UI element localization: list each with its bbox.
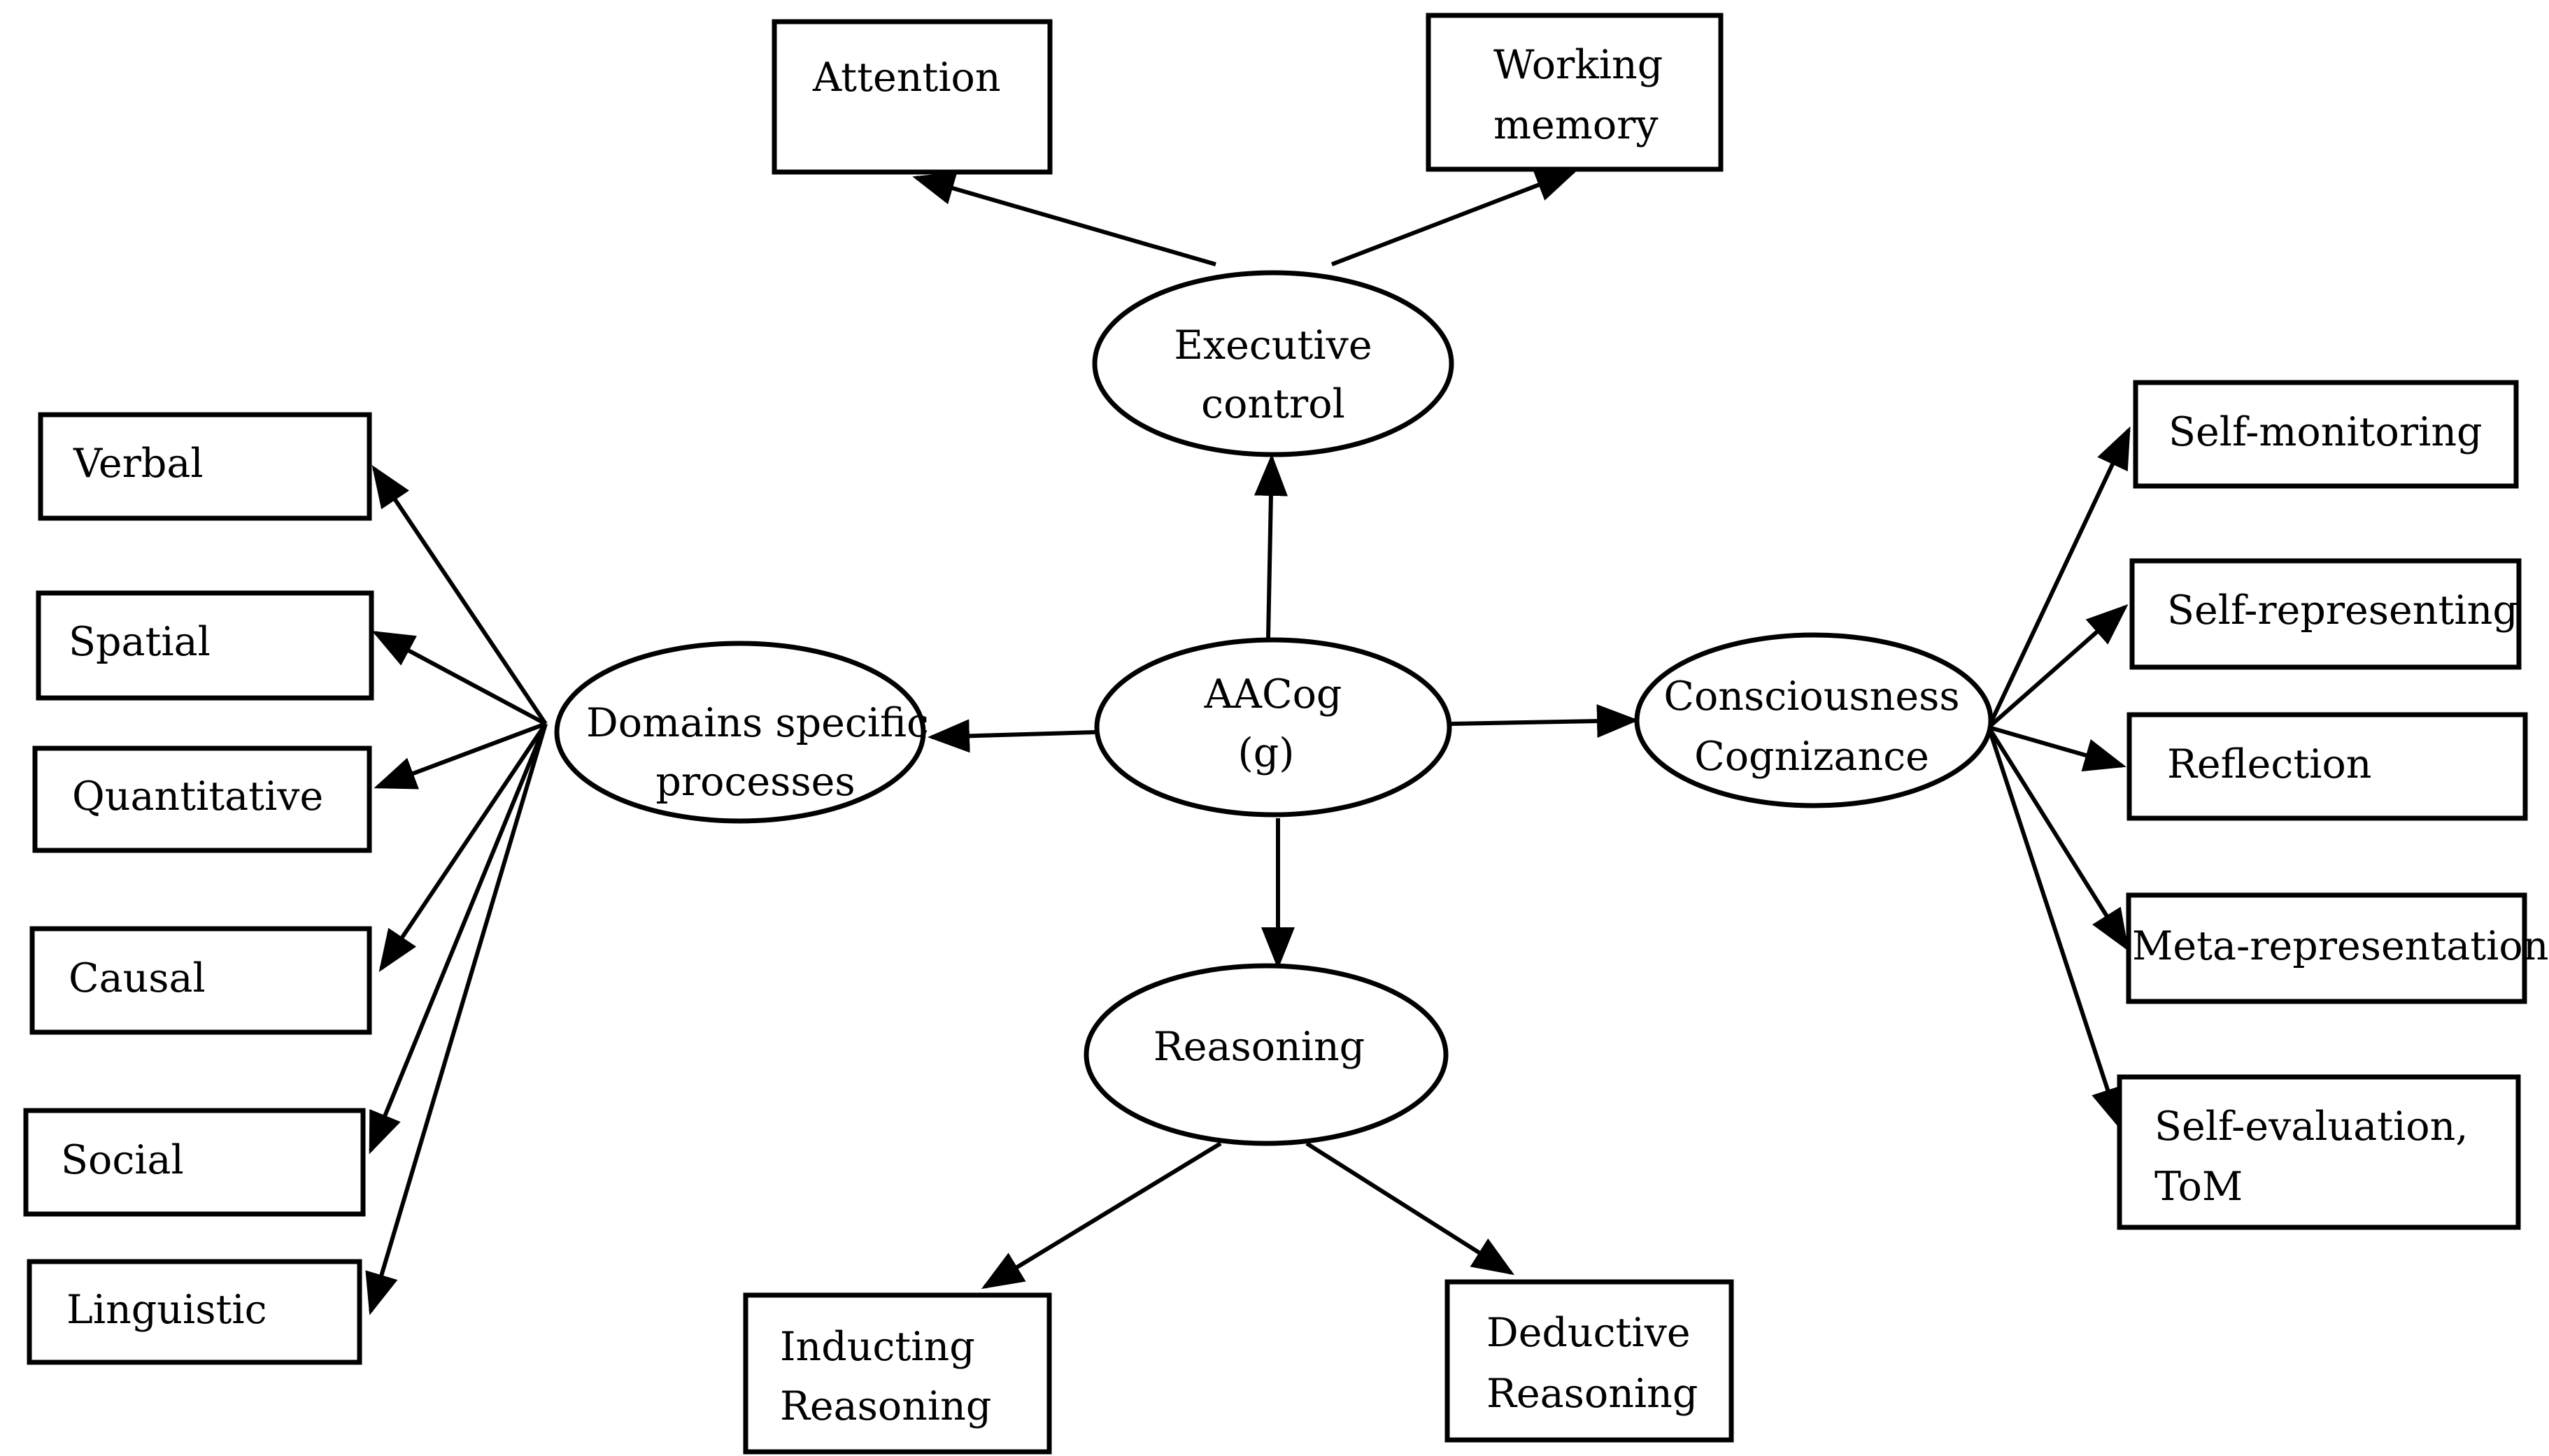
- node-reasoning: Reasoning: [1084, 963, 1449, 1146]
- node-self-evaluation: Self-evaluation, ToM: [2117, 1074, 2521, 1230]
- node-self-representing-line-1: Self-representing: [2167, 587, 2518, 634]
- node-self-evaluation-line-2: ToM: [2154, 1164, 2243, 1210]
- node-attention-line-1: Attention: [812, 55, 1001, 101]
- node-consciousness-line-2: Cognizance: [1694, 734, 1929, 780]
- node-self-monitoring-line-1: Self-monitoring: [2168, 409, 2483, 455]
- node-quantitative: Quantitative: [32, 745, 372, 853]
- node-self-monitoring: Self-monitoring: [2133, 380, 2519, 489]
- edge-reasoning-to-deductive: [1305, 1141, 1515, 1276]
- edge-domains-to-social: [369, 722, 548, 1155]
- node-causal: Causal: [29, 926, 372, 1035]
- node-center-line-2: (g): [1238, 730, 1295, 776]
- node-inducting-reasoning-line-2: Reasoning: [780, 1383, 991, 1429]
- node-executive-control-line-1: Executive: [1174, 322, 1372, 369]
- node-causal-line-1: Causal: [69, 955, 206, 1001]
- node-executive-control-line-2: control: [1201, 381, 1345, 427]
- node-spatial-line-1: Spatial: [69, 619, 211, 665]
- box-nodes-layer: Attention Working memory Verbal Spatial …: [23, 13, 2548, 1455]
- edge-domains-to-linguistic: [365, 723, 548, 1315]
- ellipse-nodes-layer: AACog (g) Executive control Domains spec…: [554, 270, 1994, 1146]
- node-deductive-reasoning-line-2: Reasoning: [1486, 1371, 1698, 1417]
- edge-executive-to-attention: [912, 171, 1216, 266]
- edge-center-to-consciousness: [1451, 704, 1639, 738]
- node-inducting-reasoning: Inducting Reasoning: [743, 1292, 1052, 1455]
- node-social-line-1: Social: [61, 1137, 184, 1183]
- node-attention: Attention: [772, 19, 1053, 175]
- node-domains-specific: Domains specific processes: [554, 641, 929, 824]
- edges-layer: [365, 169, 2131, 1315]
- node-linguistic: Linguistic: [27, 1259, 362, 1365]
- node-inducting-reasoning-line-1: Inducting: [780, 1324, 975, 1370]
- edge-domains-to-verbal: [371, 465, 548, 725]
- node-deductive-reasoning: Deductive Reasoning: [1444, 1279, 1734, 1443]
- node-spatial: Spatial: [36, 590, 374, 701]
- node-meta-representation-line-1: Meta-representation: [2132, 923, 2548, 969]
- node-working-memory-line-1: Working: [1493, 42, 1663, 88]
- edge-consciousness-to-reflection: [1988, 725, 2126, 772]
- edge-consciousness-to-self-monitoring: [1987, 426, 2131, 729]
- edge-domains-to-causal: [378, 722, 548, 972]
- node-domains-specific-line-2: processes: [655, 759, 855, 805]
- edge-executive-to-working-memory: [1330, 169, 1578, 266]
- node-consciousness-line-1: Consciousness: [1663, 673, 1959, 720]
- node-quantitative-line-1: Quantitative: [72, 773, 323, 820]
- node-self-representing: Self-representing: [2129, 558, 2522, 670]
- node-verbal-line-1: Verbal: [73, 441, 204, 487]
- node-verbal: Verbal: [38, 412, 372, 521]
- edge-consciousness-to-meta-representation: [1987, 726, 2129, 952]
- edge-domains-to-spatial: [371, 631, 547, 726]
- node-meta-representation: Meta-representation: [2126, 892, 2548, 1004]
- node-social: Social: [23, 1108, 366, 1217]
- node-deductive-reasoning-line-1: Deductive: [1486, 1310, 1691, 1356]
- edge-reasoning-to-inducting: [981, 1141, 1222, 1290]
- node-center: AACog (g): [1094, 637, 1452, 818]
- node-reflection: Reflection: [2126, 712, 2528, 821]
- node-reasoning-line-1: Reasoning: [1153, 1024, 1365, 1070]
- node-executive-control: Executive control: [1092, 270, 1454, 457]
- node-working-memory: Working memory: [1426, 13, 1724, 172]
- edge-center-to-executive-control: [1254, 454, 1288, 638]
- edge-domains-to-quantitative: [374, 722, 547, 790]
- node-consciousness: Consciousness Cognizance: [1634, 632, 1994, 808]
- node-domains-specific-line-1: Domains specific: [586, 700, 929, 746]
- edge-center-to-domains-specific: [928, 719, 1095, 753]
- node-center-line-1: AACog: [1204, 671, 1342, 718]
- edge-consciousness-to-self-representing: [1987, 604, 2129, 729]
- node-self-evaluation-line-1: Self-evaluation,: [2154, 1104, 2468, 1150]
- node-reflection-line-1: Reflection: [2167, 741, 2372, 787]
- node-working-memory-line-2: memory: [1493, 102, 1659, 148]
- node-linguistic-line-1: Linguistic: [66, 1287, 267, 1333]
- edge-consciousness-to-self-evaluation: [1987, 727, 2124, 1130]
